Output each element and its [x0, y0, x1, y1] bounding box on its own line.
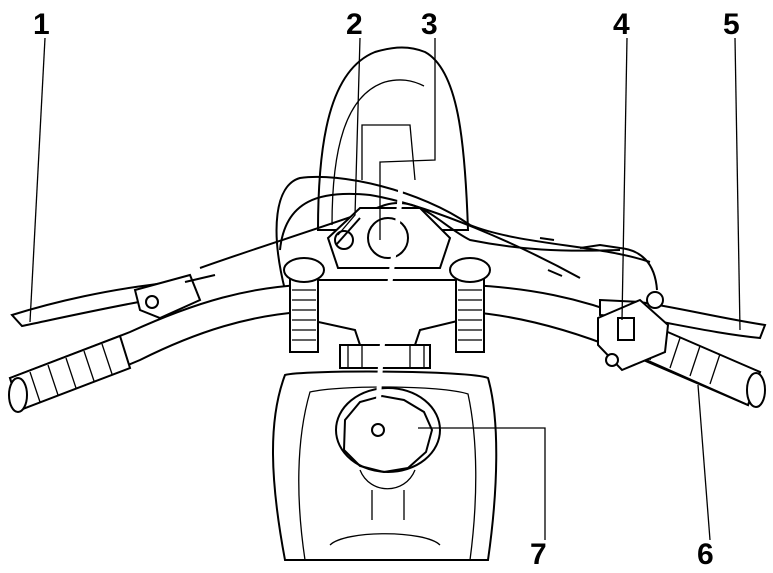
- callout-4: 4: [613, 8, 630, 41]
- left-handlebar: [8, 283, 301, 413]
- handlebar-clamp: [283, 257, 491, 369]
- callout-2: 2: [346, 8, 363, 41]
- callout-1: 1: [33, 8, 50, 41]
- callout-6: 6: [697, 538, 714, 571]
- control-cables: [199, 175, 658, 291]
- leader-lines: [29, 37, 741, 541]
- callout-5: 5: [723, 8, 740, 41]
- fuel-tank: [272, 370, 498, 561]
- throttle-cable: [371, 159, 405, 437]
- engine-stop-switch: [597, 291, 670, 372]
- callout-3: 3: [421, 8, 438, 41]
- clutch-lever: [10, 273, 216, 328]
- callout-7: 7: [530, 538, 547, 571]
